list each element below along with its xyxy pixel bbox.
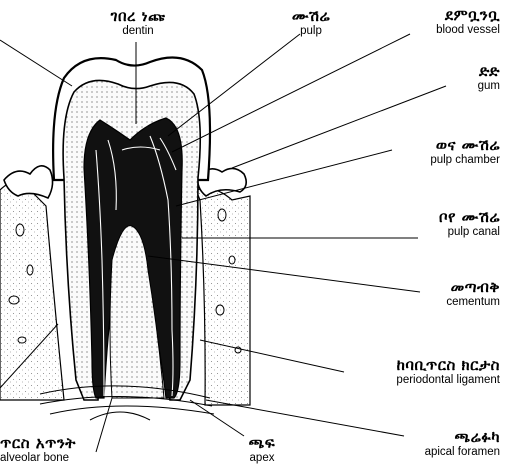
label-gum-amharic: ድድ (440, 64, 500, 80)
label-pulp: ሙሽሬ pulp (283, 9, 339, 37)
label-gum: ድድ gum (440, 64, 500, 92)
label-apical-foramen-english: apical foramen (398, 446, 500, 458)
label-apex-english: apex (236, 452, 288, 464)
label-periodontal-ligament: ከባቢጥርስ ክርታስ periodontal ligament (338, 358, 500, 386)
label-blood-vessel: ደምቧንቧ blood vessel (400, 8, 500, 36)
label-dentin: ገበረ ነጩ dentin (102, 9, 174, 37)
label-pulp-chamber-english: pulp chamber (392, 154, 500, 166)
label-apex: ጫፍ apex (236, 436, 288, 464)
label-apex-amharic: ጫፍ (236, 436, 288, 452)
label-pulp-chamber: ወና ሙሽሬ pulp chamber (392, 138, 500, 166)
label-alveolar-bone-english: alveolar bone (0, 452, 104, 464)
alveolar-bone-left (0, 182, 64, 400)
label-cementum: መጣብቅ cementum (418, 280, 500, 308)
label-gum-english: gum (440, 80, 500, 92)
label-pulp-canal: ቦየ ሙሽሬ pulp canal (410, 210, 500, 238)
label-apical-foramen-amharic: ጫሬፉካ (398, 430, 500, 446)
label-pulp-english: pulp (283, 25, 339, 37)
label-dentin-english: dentin (102, 25, 174, 37)
label-blood-vessel-english: blood vessel (400, 24, 500, 36)
label-alveolar-bone: ጥርስ አጥንት alveolar bone (0, 436, 104, 464)
label-periodontal-ligament-english: periodontal ligament (338, 374, 500, 386)
label-alveolar-bone-amharic: ጥርስ አጥንት (0, 436, 104, 452)
label-apical-foramen: ጫሬፉካ apical foramen (398, 430, 500, 458)
label-blood-vessel-amharic: ደምቧንቧ (400, 8, 500, 24)
label-pulp-amharic: ሙሽሬ (283, 9, 339, 25)
label-periodontal-ligament-amharic: ከባቢጥርስ ክርታስ (338, 358, 500, 374)
label-pulp-canal-english: pulp canal (410, 226, 500, 238)
label-pulp-canal-amharic: ቦየ ሙሽሬ (410, 210, 500, 226)
label-cementum-amharic: መጣብቅ (418, 280, 500, 296)
label-dentin-amharic: ገበረ ነጩ (102, 9, 174, 25)
label-pulp-chamber-amharic: ወና ሙሽሬ (392, 138, 500, 154)
label-cementum-english: cementum (418, 296, 500, 308)
